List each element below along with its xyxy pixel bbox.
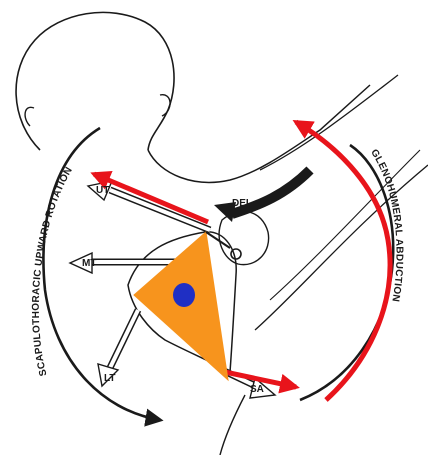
label-sa: SA xyxy=(250,384,264,395)
scapula-outline xyxy=(127,231,237,374)
trunk-outline xyxy=(219,394,246,455)
ut-force-arrow xyxy=(90,170,209,225)
del-vector xyxy=(214,166,314,222)
head-outline xyxy=(15,11,175,151)
humeral-head-outline xyxy=(218,210,270,266)
glenohumeral-force-arrow xyxy=(292,119,393,402)
sa-force-arrow xyxy=(224,369,300,394)
label-mt: MT xyxy=(82,258,96,269)
scapula-spine xyxy=(205,231,231,249)
scapulothoracic-rotation-label: SCAPULOTHORACIC UPWARD ROTATION xyxy=(31,165,75,377)
ear-outline xyxy=(24,106,35,127)
upper-arm-outline-mid xyxy=(269,149,421,301)
ear-outline-right xyxy=(159,94,171,117)
lt-vector xyxy=(97,308,142,388)
mt-vector xyxy=(68,251,185,275)
label-ut: UT xyxy=(96,185,109,196)
scapulothoracic-rotation-arc xyxy=(42,126,164,427)
neck-shoulder-outline xyxy=(147,84,371,184)
rotation-center-dot xyxy=(173,283,195,307)
label-lt: LT xyxy=(104,373,115,384)
upper-arm-outline-bottom xyxy=(254,164,428,331)
label-del: DEL xyxy=(232,198,252,209)
upper-arm-outline-top xyxy=(259,74,399,171)
